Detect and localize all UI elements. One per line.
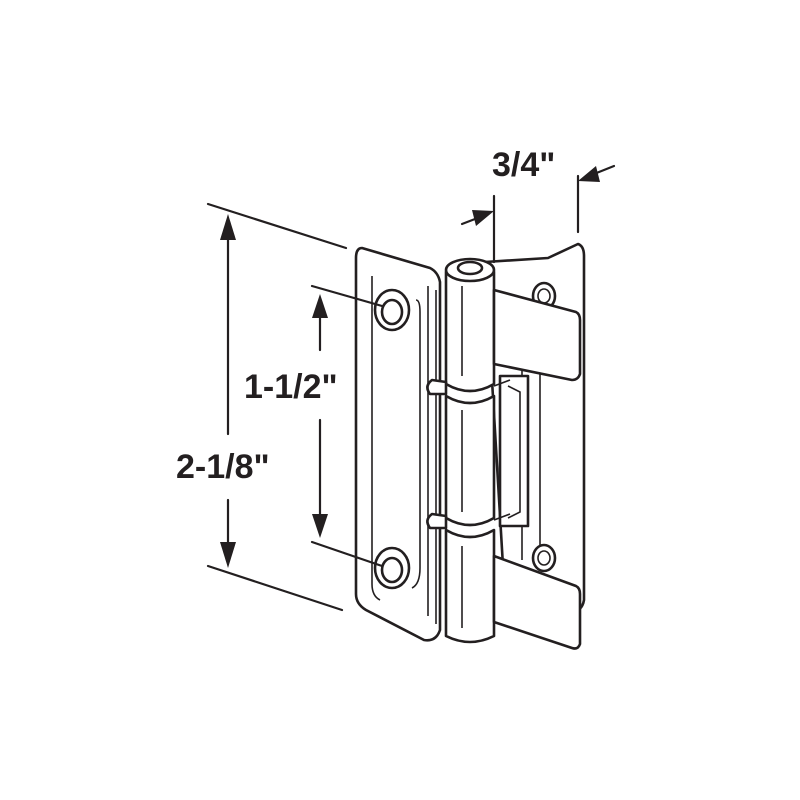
hole-spacing-dimension-label: 1-1/2" [244,368,338,406]
width-arrow-right [578,166,600,182]
top-spring-tab [492,288,582,382]
overall-height-dimension-label: 2-1/8" [176,448,270,486]
overall-height-arrow-top [220,214,236,240]
width-arrow-left [472,210,494,226]
bottom-spring-tab [492,554,582,650]
overall-height-arrow-bottom [220,542,236,568]
rear-bottom-hole [531,543,557,573]
hole-spacing-arrow-bottom [312,514,328,538]
hinge-barrel [426,257,511,644]
hole-spacing-arrow-top [312,294,328,318]
dimension-lines [206,164,616,612]
front-leaf [354,246,442,642]
width-dimension-label: 3/4" [492,146,555,184]
hinge-illustration [354,242,586,650]
